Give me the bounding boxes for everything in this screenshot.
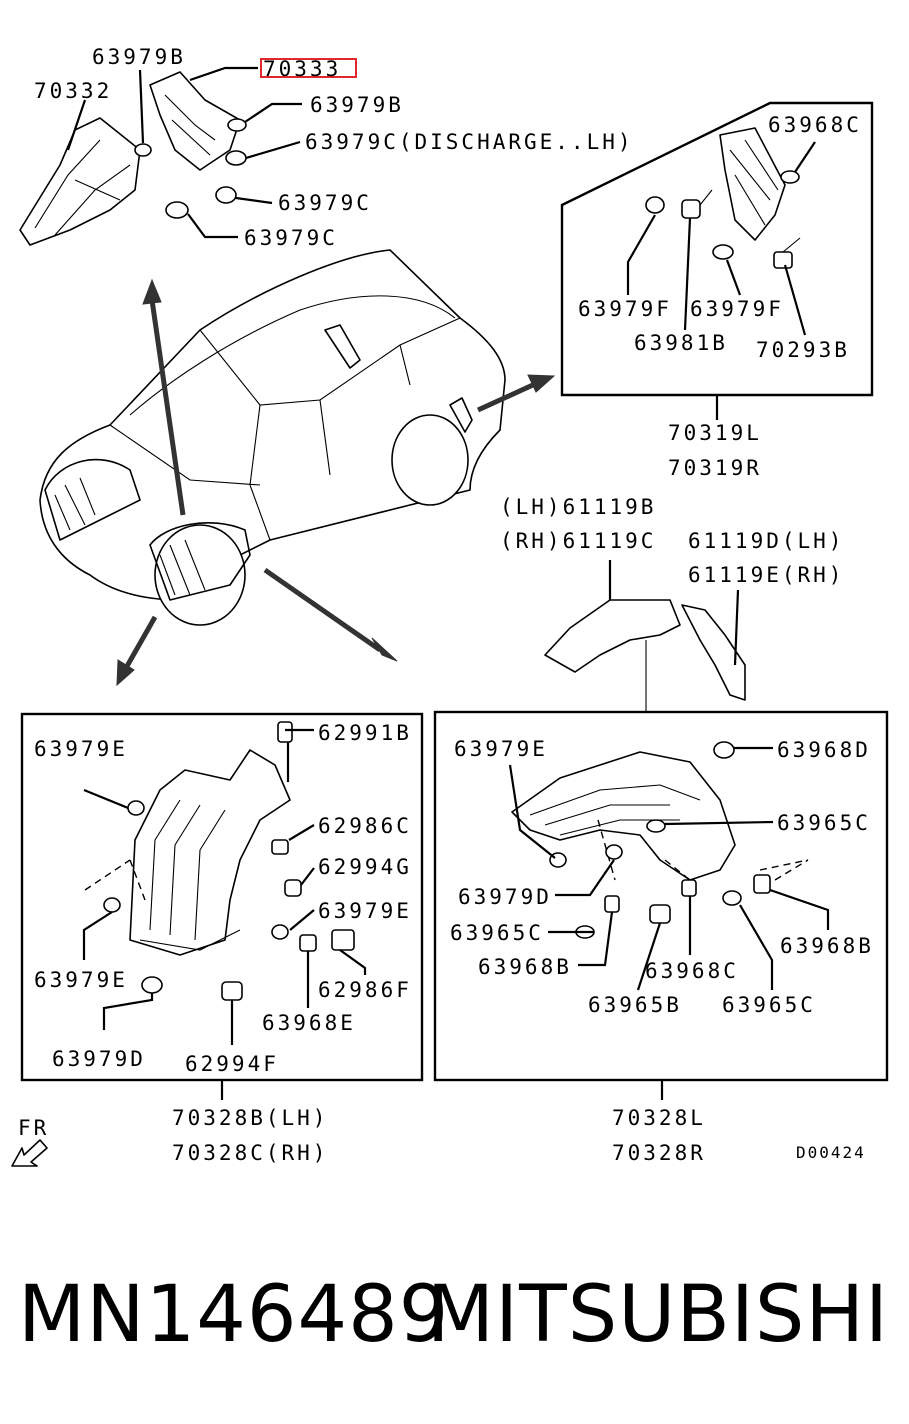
mud-guard-box-70319 bbox=[560, 101, 874, 420]
rear-wheel bbox=[391, 414, 469, 506]
label-70333: 70333 bbox=[263, 57, 341, 81]
label-63965C-c: 63965C bbox=[722, 993, 816, 1017]
label-63965B: 63965B bbox=[588, 993, 682, 1017]
label-62986C: 62986C bbox=[318, 814, 412, 838]
label-62991B: 62991B bbox=[318, 721, 412, 745]
label-63979F-a: 63979F bbox=[578, 297, 672, 321]
label-63968C-top: 63968C bbox=[768, 113, 862, 137]
clip-63968C-top-icon bbox=[780, 170, 800, 184]
label-63968D: 63968D bbox=[777, 738, 871, 762]
label-63968B-b: 63968B bbox=[780, 934, 874, 958]
label-fr: FR bbox=[18, 1116, 49, 1140]
label-63979E-d: 63979E bbox=[454, 737, 548, 761]
splash-shield-70332 bbox=[19, 117, 141, 246]
clip-63979C-icon bbox=[165, 150, 247, 219]
splash-shield-group bbox=[19, 66, 302, 246]
vehicle-silhouette bbox=[39, 249, 506, 626]
label-63979B-right: 63979B bbox=[310, 93, 404, 117]
product-footer: MN146489 MITSUBISHI bbox=[0, 1270, 909, 1380]
rear-liner-61119 bbox=[544, 560, 746, 712]
label-70319R: 70319R bbox=[668, 456, 762, 480]
label-63979E-b: 63979E bbox=[318, 899, 412, 923]
clip-63979B-icon bbox=[134, 118, 247, 157]
label-63979B-top: 63979B bbox=[92, 45, 186, 69]
front-liner-box-70328L bbox=[433, 710, 889, 1100]
label-61119E: 61119E(RH) bbox=[688, 563, 844, 587]
label-70328L: 70328L bbox=[612, 1106, 706, 1130]
label-63979C-b: 63979C bbox=[244, 226, 338, 250]
label-63968E: 63968E bbox=[262, 1011, 356, 1035]
label-63979C-discharge: 63979C(DISCHARGE..LH) bbox=[305, 130, 634, 154]
label-62986F: 62986F bbox=[318, 978, 412, 1002]
bolt-63981B-icon bbox=[681, 189, 713, 219]
label-63968C-mid: 63968C bbox=[645, 959, 739, 983]
label-70319L: 70319L bbox=[668, 421, 762, 445]
label-63965C-b: 63965C bbox=[450, 921, 544, 945]
bolt-70293B-icon bbox=[773, 237, 801, 269]
label-70328C: 70328C(RH) bbox=[172, 1141, 328, 1165]
front-fender-liner-rh bbox=[511, 751, 736, 881]
front-wheel bbox=[154, 524, 246, 626]
label-70332: 70332 bbox=[34, 79, 112, 103]
label-70328R: 70328R bbox=[612, 1141, 706, 1165]
label-63981B: 63981B bbox=[634, 331, 728, 355]
label-63979F-b: 63979F bbox=[690, 297, 784, 321]
diagram-code: D00424 bbox=[796, 1143, 866, 1162]
label-63968B-a: 63968B bbox=[478, 955, 572, 979]
label-70328B: 70328B(LH) bbox=[172, 1106, 328, 1130]
label-62994F: 62994F bbox=[185, 1052, 279, 1076]
label-61119B: (LH)61119B bbox=[500, 495, 656, 519]
label-63979E-c: 63979E bbox=[34, 968, 128, 992]
label-70293B: 70293B bbox=[756, 338, 850, 362]
fasteners-front-lh bbox=[103, 721, 355, 1001]
part-labels: 63979B 70332 70333 63979B 63979C(DISCHAR… bbox=[18, 45, 874, 1165]
label-63979E-a: 63979E bbox=[34, 737, 128, 761]
label-61119C: (RH)61119C bbox=[500, 529, 656, 553]
label-63979C-a: 63979C bbox=[278, 191, 372, 215]
front-fender-liner-lh bbox=[129, 749, 291, 956]
clip-63979F-icon bbox=[645, 196, 665, 214]
label-62994G: 62994G bbox=[318, 855, 412, 879]
brand-name: MITSUBISHI bbox=[426, 1270, 889, 1360]
label-61119D: 61119D(LH) bbox=[688, 529, 844, 553]
highlight-box-70333 bbox=[260, 58, 357, 78]
label-63965C-a: 63965C bbox=[777, 811, 871, 835]
label-63979D-b: 63979D bbox=[458, 885, 552, 909]
label-63979D-a: 63979D bbox=[52, 1047, 146, 1071]
front-direction-arrow-icon bbox=[11, 1139, 48, 1167]
part-number: MN146489 bbox=[18, 1270, 450, 1360]
front-liner-box-70328B bbox=[20, 712, 424, 1100]
fasteners-front-rh bbox=[549, 741, 771, 939]
splash-shield-70333 bbox=[149, 71, 241, 171]
callout-arrows bbox=[116, 278, 556, 687]
